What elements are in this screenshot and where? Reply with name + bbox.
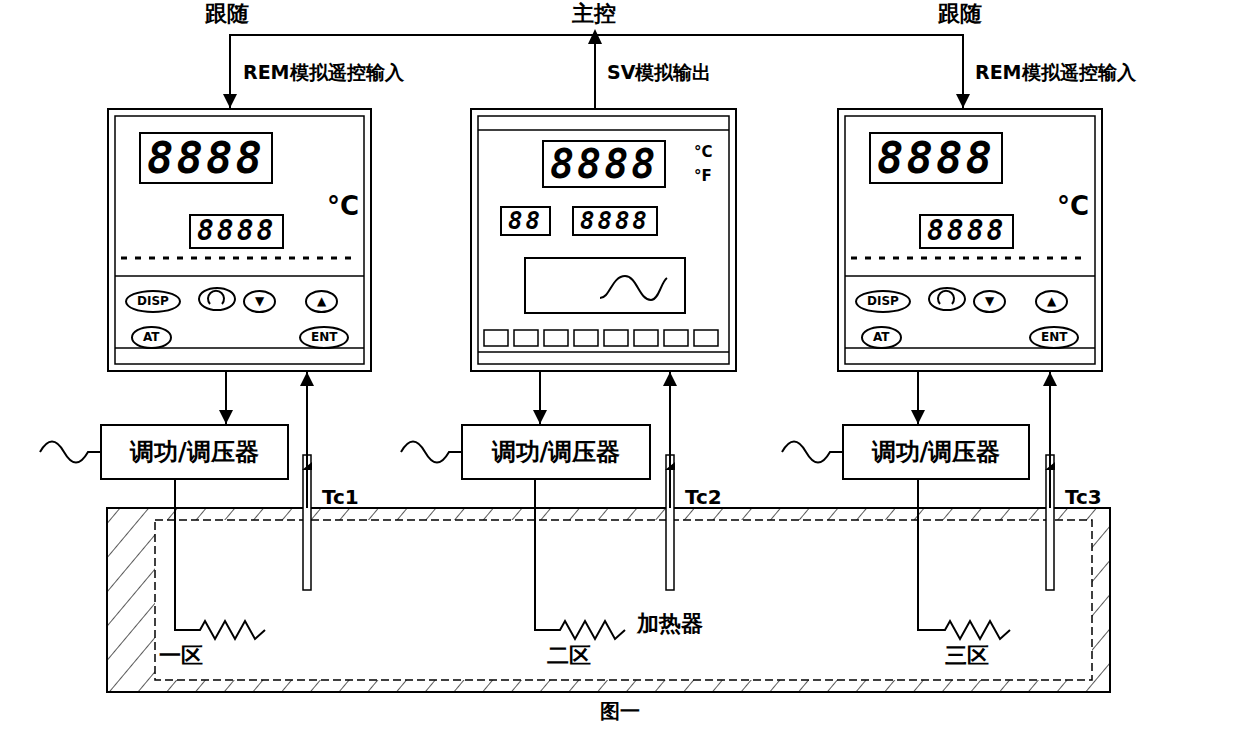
- mode-icon: [938, 291, 954, 304]
- step-display: 88: [500, 206, 551, 236]
- signal-line: [669, 372, 671, 508]
- status-row: [478, 129, 729, 131]
- panel-divider: [845, 275, 1095, 277]
- bezel: [845, 116, 1095, 364]
- panel-divider: [115, 275, 364, 277]
- signal-line: [306, 372, 308, 508]
- key-button: ▲: [305, 290, 338, 313]
- master-controller: 8888°C°F888888: [470, 108, 737, 372]
- edge-label: Tc2: [685, 486, 722, 508]
- unit-label: °C: [694, 144, 713, 161]
- program-key: [604, 330, 628, 346]
- heater-element: [918, 508, 1010, 639]
- signal-line: [534, 480, 536, 508]
- mode-key: [199, 288, 235, 310]
- zone-label: 一区: [159, 644, 203, 668]
- role-label: 主控: [572, 2, 616, 26]
- program-curve: [600, 276, 667, 300]
- pv-display: 8888: [139, 132, 273, 184]
- signal-label: SV模拟输出: [607, 62, 711, 83]
- key-button: AT: [131, 326, 172, 349]
- pv-display: 8888: [869, 132, 1003, 184]
- signal-line: [539, 372, 541, 424]
- indicator-row: [851, 257, 1089, 260]
- key-button: AT: [861, 326, 902, 349]
- zone-label: 三区: [945, 644, 989, 668]
- edge-label: Tc1: [322, 486, 359, 508]
- furnace: 一区 二区 加热器三区: [107, 508, 1110, 692]
- sv-display: 8888: [919, 214, 1014, 249]
- pv-display: 8888: [542, 140, 666, 188]
- sv-display: 8888: [572, 206, 658, 236]
- role-label: 跟随: [205, 2, 249, 26]
- bezel: [478, 116, 729, 364]
- furnace-wall: [107, 508, 1110, 692]
- edge-label: REM模拟遥控输入: [243, 62, 404, 83]
- program-key: [634, 330, 658, 346]
- key-button: ▼: [973, 290, 1006, 313]
- regulator-label: 调功/调压器: [492, 439, 621, 465]
- key-button: ENT: [1029, 326, 1079, 349]
- unit-label: °C: [327, 192, 359, 221]
- heater-element: [175, 508, 265, 639]
- unit-label: °F: [694, 168, 712, 185]
- bezel: [115, 116, 364, 364]
- follower-controller: 8888 °C 8888DISP ▼ ▲ AT ENT: [107, 108, 372, 372]
- edge-label: REM模拟遥控输入: [975, 62, 1136, 83]
- role-label: 跟随: [938, 2, 982, 26]
- mode-key: [929, 288, 965, 310]
- sv-display: 8888: [189, 214, 284, 249]
- signal-line: [225, 372, 227, 424]
- key-button: DISP: [855, 290, 911, 313]
- key-button: ▼: [243, 290, 276, 313]
- zone-label: 二区: [547, 644, 591, 668]
- signal-line: [1049, 372, 1051, 508]
- program-window: [525, 258, 685, 313]
- signal-line: [595, 35, 963, 108]
- heater-label: 加热器: [637, 612, 703, 636]
- furnace-outline: [107, 508, 1110, 692]
- ac-source: [782, 442, 842, 463]
- power-regulator: 调功/调压器: [100, 424, 289, 480]
- key-button: ENT: [299, 326, 349, 349]
- figure-caption: 图一: [600, 700, 640, 722]
- ac-source: [401, 442, 461, 463]
- program-key: [574, 330, 598, 346]
- ac-source: [40, 442, 100, 463]
- program-key: [484, 330, 508, 346]
- mode-icon: [208, 291, 224, 304]
- signal-line: [917, 372, 919, 424]
- furnace-chamber: [155, 520, 1092, 680]
- power-regulator: 调功/调压器: [461, 424, 651, 480]
- follower-controller: 8888 °C 8888DISP ▼ ▲ AT ENT: [837, 108, 1103, 372]
- program-key: [544, 330, 568, 346]
- regulator-label: 调功/调压器: [872, 439, 1001, 465]
- signal-line: [230, 35, 595, 108]
- signal-line: [174, 480, 176, 508]
- key-button: DISP: [125, 290, 181, 313]
- program-key: [664, 330, 688, 346]
- power-regulator: 调功/调压器: [842, 424, 1030, 480]
- panel-divider: [478, 351, 729, 353]
- key-button: ▲: [1035, 290, 1068, 313]
- heater-element: [535, 508, 625, 639]
- signal-line: [917, 480, 919, 508]
- indicator-row: [121, 257, 358, 260]
- unit-label: °C: [1057, 192, 1089, 221]
- program-key: [514, 330, 538, 346]
- program-key: [694, 330, 718, 346]
- regulator-label: 调功/调压器: [130, 439, 259, 465]
- edge-label: Tc3: [1065, 486, 1102, 508]
